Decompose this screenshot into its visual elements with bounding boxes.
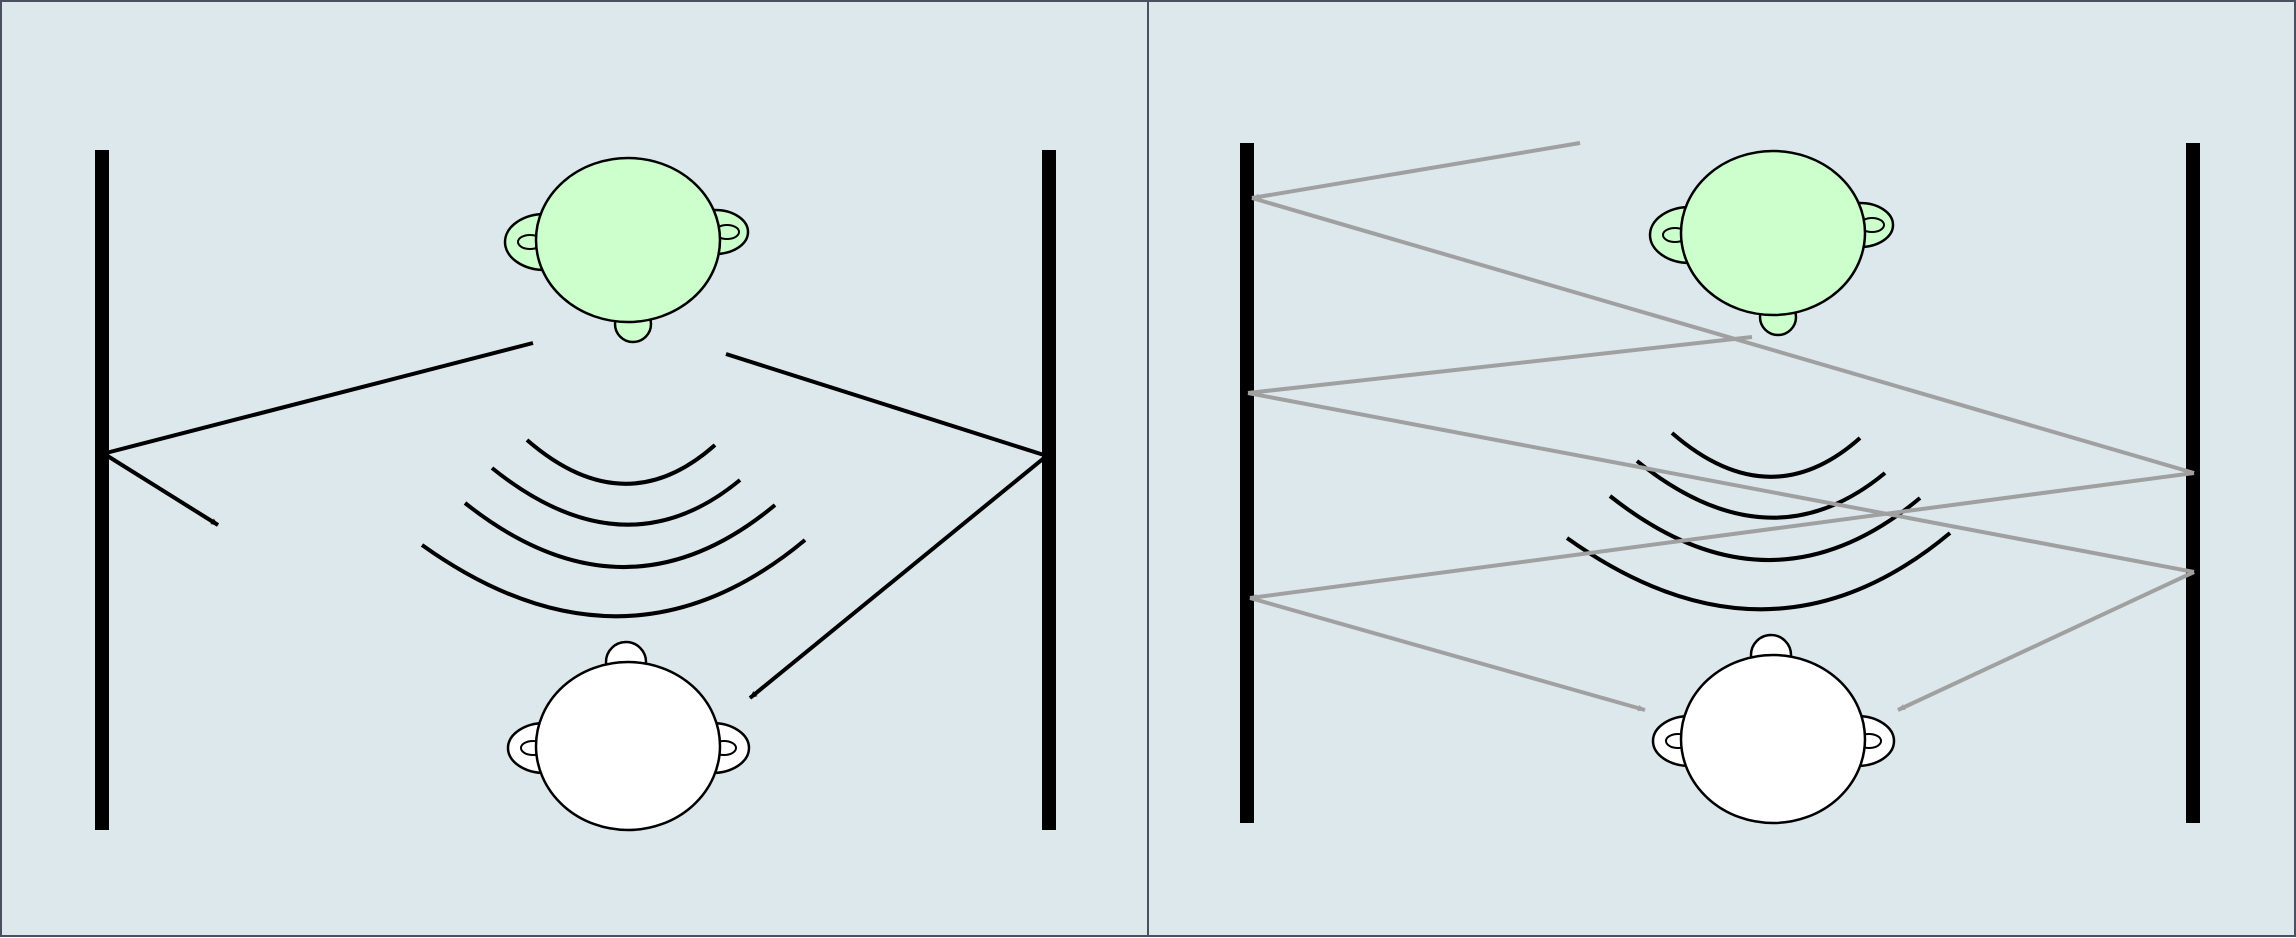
wave-arc-3 [1608, 494, 1922, 562]
reflection-path-2 [1251, 196, 2195, 475]
reflection-path-7 [1897, 570, 2195, 712]
wave-arc-2 [490, 466, 742, 527]
wave-arc-1 [1670, 431, 1862, 479]
reflection-path-4 [1247, 391, 2195, 574]
listener-head [1679, 653, 1867, 825]
right-wall [1042, 150, 1056, 830]
panel-first-order-reflections [0, 0, 1149, 937]
listener-head [534, 660, 722, 832]
sound-waves-icon [1565, 431, 1952, 612]
wave-arc-2 [1635, 459, 1887, 520]
left-wall [95, 150, 109, 830]
reflection-path-3 [1247, 335, 1753, 395]
path-left-wall-reflection [104, 453, 220, 527]
speaker-head [534, 156, 722, 324]
panel-multiple-reflections [1147, 0, 2296, 937]
path-right-wall-to-listener [748, 456, 1046, 700]
reflection-path-6 [1249, 596, 1646, 712]
wave-arc-4 [1565, 531, 1952, 612]
speaker-head [1679, 149, 1867, 317]
right-wall [2186, 143, 2200, 823]
multiple-reflection-paths [1247, 141, 2195, 712]
speaker-head-icon [503, 156, 750, 344]
reflection-path-5 [1249, 471, 2195, 601]
wave-arc-3 [463, 501, 777, 569]
speaker-head-icon [1648, 149, 1895, 337]
path-speaker-to-left-wall [105, 341, 534, 455]
reflection-path-1 [1251, 141, 1581, 201]
left-wall [1240, 143, 1254, 823]
listener-head-icon [1651, 633, 1896, 825]
sound-waves-icon [420, 438, 807, 619]
wave-arc-1 [525, 438, 717, 486]
listener-head-icon [506, 640, 751, 832]
wave-arc-4 [420, 538, 807, 619]
path-speaker-to-right-wall [725, 352, 1045, 457]
reflection-paths [104, 341, 1046, 700]
